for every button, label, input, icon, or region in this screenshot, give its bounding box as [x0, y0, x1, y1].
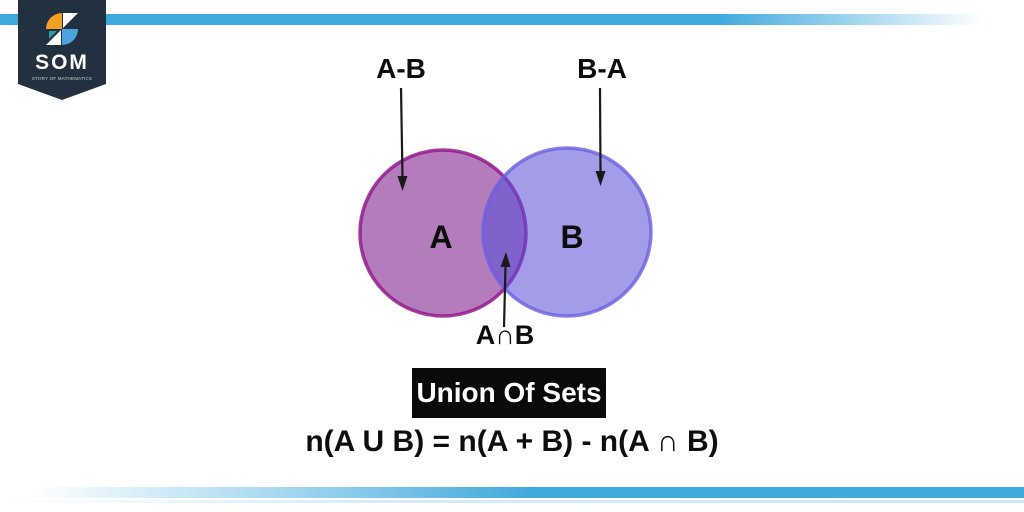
- label-b-minus-a: B-A: [577, 53, 627, 84]
- logo-icon-white-bottom-triangle: [46, 30, 61, 45]
- logo-brand-text: SOM: [35, 51, 89, 74]
- union-formula: n(A U B) = n(A + B) - n(A ∩ B): [305, 425, 719, 458]
- title-text: Union Of Sets: [416, 377, 602, 408]
- top-stripe: [0, 14, 1024, 25]
- bottom-stripe-shadow: [0, 500, 1024, 503]
- label-set-a: A: [429, 219, 453, 255]
- arrow-b-minus-a: [595, 87, 606, 186]
- logo-icon-blue-quarter: [62, 29, 78, 45]
- label-set-b: B: [560, 219, 584, 255]
- logo-tagline-text: STORY OF MATHEMATICS: [31, 76, 93, 82]
- circle-set-b: [481, 146, 653, 318]
- arrow-a-minus-b: [397, 87, 408, 191]
- label-a-minus-b: A-B: [376, 53, 426, 84]
- logo-icon-orange-quarter: [46, 13, 62, 29]
- arrow-intersection: [500, 252, 511, 328]
- logo-banner: SOM STORY OF MATHEMATICS: [18, 0, 106, 100]
- bottom-stripe: [0, 487, 1024, 498]
- title-box: Union Of Sets: [412, 368, 606, 418]
- label-intersection: A∩B: [475, 320, 535, 350]
- logo-icon-white-top-triangle: [63, 13, 78, 28]
- logo-icon-teal-triangle: [49, 31, 57, 39]
- som-logo-icon: [46, 13, 78, 45]
